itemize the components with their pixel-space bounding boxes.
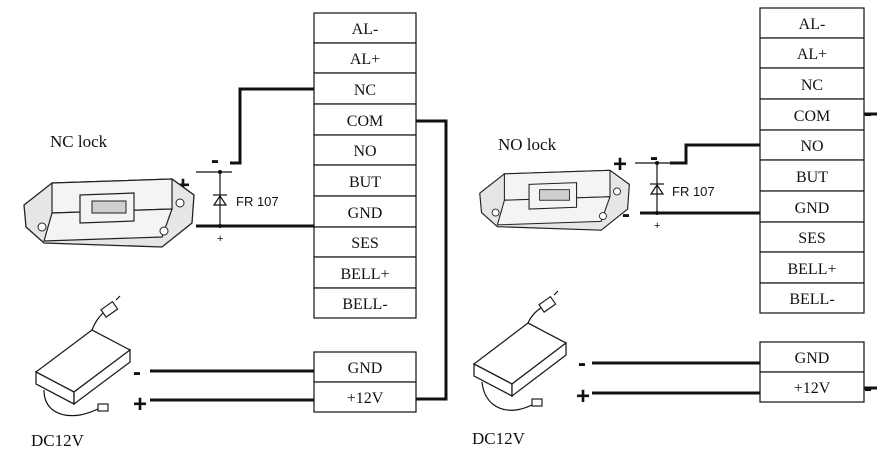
left-terminal-cell — [313, 226, 417, 258]
right-terminal-cell — [759, 190, 865, 223]
right-terminal-label: BELL+ — [787, 261, 836, 278]
right-psu-plus-sign: + — [576, 383, 590, 410]
left-lock-minus-sign: - — [211, 147, 219, 174]
right-terminal-label: BELL- — [789, 291, 834, 308]
left-terminal-label: BELL+ — [340, 266, 389, 283]
right-terminal-cell — [759, 221, 865, 253]
right-power-cell — [759, 341, 865, 373]
right-power-supply-icon — [472, 290, 568, 411]
left-terminal-label: AL- — [352, 21, 379, 38]
left-power-supply-icon — [34, 295, 132, 417]
right-com-minus-sign: - — [864, 100, 872, 127]
right-terminal-label: GND — [795, 200, 830, 217]
left-terminal-label: BUT — [349, 174, 381, 191]
right-no-wire — [670, 143, 760, 165]
right-supply-label: DC12V — [472, 429, 526, 448]
left-terminal-label: NC — [354, 82, 376, 99]
right-terminal-cell — [759, 98, 865, 131]
left-power-terminal-block: GND +12V — [313, 351, 417, 413]
right-terminal-cell — [759, 159, 865, 192]
left-terminal-cell — [313, 164, 417, 197]
left-terminal-label: COM — [347, 113, 383, 130]
left-terminal-label: AL+ — [350, 51, 380, 68]
right-lock-minus-sign: - — [650, 144, 658, 171]
right-terminal-label: COM — [794, 108, 830, 125]
left-power-label: +12V — [347, 390, 384, 407]
left-terminal-label: BELL- — [342, 296, 387, 313]
left-diode-label: FR 107 — [236, 194, 279, 209]
left-diode-icon — [212, 170, 228, 228]
right-terminal-label: NO — [800, 138, 823, 155]
right-diode-plus-sign: + — [654, 220, 660, 232]
left-terminal-label: NO — [353, 143, 376, 160]
left-lock-icon — [23, 178, 195, 248]
right-power-label: +12V — [794, 380, 831, 397]
left-com-wire — [416, 119, 448, 401]
right-lock-plus-sign: + — [613, 151, 627, 178]
left-terminal-block: AL- AL+ NC COM NO BUT GND SES BELL+ BELL… — [313, 12, 417, 319]
right-power-cell — [759, 371, 865, 403]
right-terminal-cell — [759, 67, 865, 100]
left-wires — [150, 87, 448, 402]
right-circuit: AL- AL+ NC COM NO BUT GND SES BELL+ BELL… — [472, 7, 877, 448]
left-power-label: GND — [348, 360, 383, 377]
right-terminal-label: AL- — [799, 16, 826, 33]
left-terminal-cell — [313, 42, 417, 74]
right-terminal-cell — [759, 7, 865, 39]
right-diode-label: FR 107 — [672, 184, 715, 199]
left-power-cell — [313, 351, 417, 383]
left-terminal-cell — [313, 12, 417, 44]
right-lock-minus-sign-2: - — [622, 201, 630, 228]
right-power-label: GND — [795, 350, 830, 367]
left-terminal-cell — [313, 287, 417, 319]
right-lock-label: NO lock — [498, 135, 557, 154]
left-power-cell — [313, 381, 417, 413]
right-psu-minus-sign: - — [578, 350, 586, 377]
left-nc-wire — [230, 87, 314, 165]
right-terminal-label: NC — [801, 77, 823, 94]
left-supply-label: DC12V — [31, 431, 85, 450]
left-terminal-label: SES — [351, 235, 379, 252]
right-terminal-label: BUT — [796, 169, 828, 186]
right-terminal-cell — [759, 282, 865, 314]
right-12v-minus-sign: - — [864, 375, 872, 402]
right-wires — [592, 112, 877, 395]
right-lock-icon — [479, 169, 630, 231]
right-diode-icon — [649, 161, 665, 215]
right-terminal-block: AL- AL+ NC COM NO BUT GND SES BELL+ BELL… — [759, 7, 865, 314]
right-terminal-cell — [759, 37, 865, 69]
left-lock-label: NC lock — [50, 132, 108, 151]
left-terminal-label: GND — [348, 205, 383, 222]
right-power-terminal-block: GND +12V — [759, 341, 865, 403]
right-terminal-label: AL+ — [797, 46, 827, 63]
left-diode-plus-sign: + — [217, 233, 223, 245]
left-circuit: AL- AL+ NC COM NO BUT GND SES BELL+ BELL… — [23, 12, 448, 450]
left-psu-plus-sign: + — [133, 391, 147, 418]
right-terminal-cell — [759, 251, 865, 284]
right-terminal-label: SES — [798, 230, 826, 247]
left-psu-minus-sign: - — [133, 359, 141, 386]
